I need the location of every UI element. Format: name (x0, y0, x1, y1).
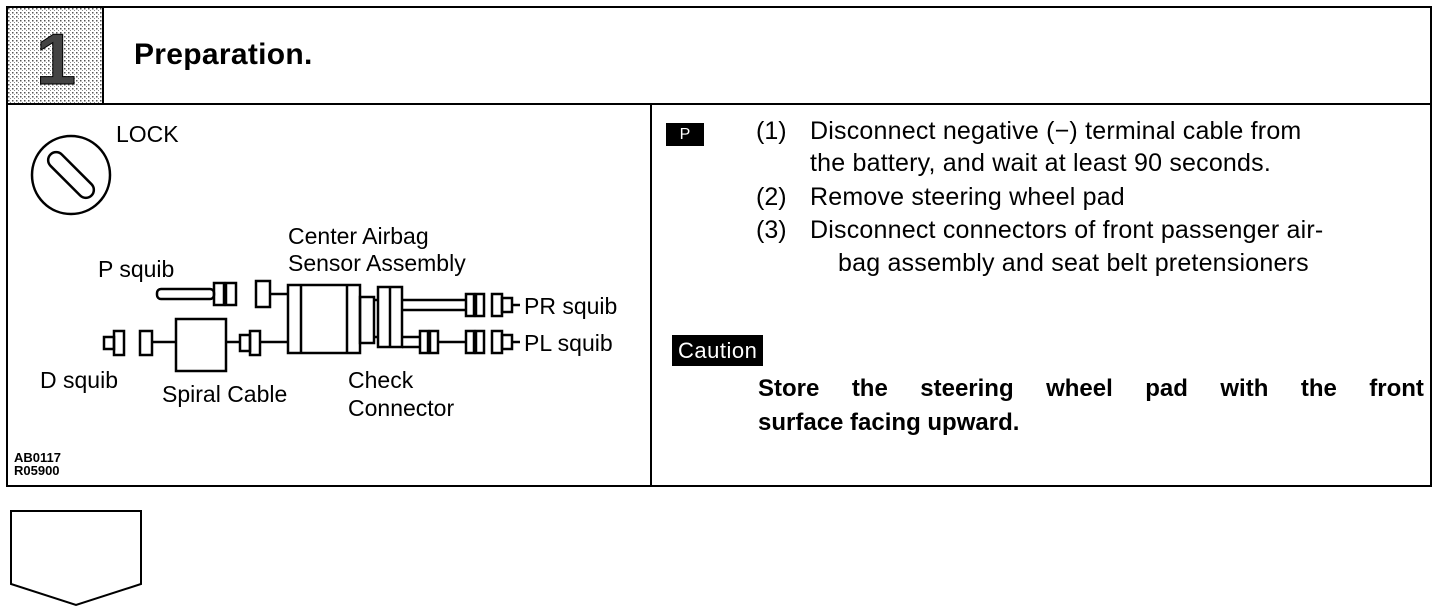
caution-line-2: surface facing upward. (758, 409, 1020, 436)
d-squib-label: D squib (40, 367, 118, 393)
center-airbag-label: Center Airbag (288, 223, 429, 249)
caution-word: pad (1145, 375, 1188, 402)
step-1-line-1: Disconnect negative (−) terminal cable f… (810, 117, 1302, 145)
caution-word: Store (758, 375, 820, 402)
instructions-pane: P (1) Disconnect negative (−) terminal c… (652, 105, 1430, 485)
pl-squib-connector (402, 329, 520, 355)
procedure-frame: 1 Preparation. (6, 6, 1432, 487)
ignition-lock-icon (30, 134, 112, 216)
figure-code-1: AB0117 (14, 450, 61, 465)
pr-squib-connector (402, 292, 520, 318)
pl-squib-label: PL squib (524, 330, 613, 356)
step-2-line-1: Remove steering wheel pad (810, 183, 1125, 211)
caution-line-1: Store the steering wheel pad with the fr… (758, 375, 1424, 403)
caution-word: the (1300, 375, 1337, 402)
d-squib-connector (102, 329, 176, 357)
check-label: Check (348, 367, 414, 393)
step-3-number: (3) (756, 216, 787, 244)
step-2-number: (2) (756, 183, 787, 211)
step-number-box: 1 (8, 8, 104, 103)
empty-step-tab (10, 510, 142, 607)
sensor-assembly-label: Sensor Assembly (288, 250, 466, 276)
lock-label: LOCK (116, 121, 179, 147)
step-number-badge: 1 (8, 8, 102, 103)
airbag-wiring-diagram (30, 134, 520, 373)
step-1-line-2: the battery, and wait at least 90 second… (810, 149, 1271, 177)
p-squib-label: P squib (98, 256, 175, 282)
caution-word: the (851, 375, 888, 402)
step-header: 1 Preparation. (8, 8, 1430, 105)
spiral-cable (174, 317, 288, 373)
connector-label: Connector (348, 395, 455, 421)
caution-word: with (1220, 375, 1269, 402)
spiral-cable-label: Spiral Cable (162, 381, 288, 407)
step-1-number: (1) (756, 117, 787, 145)
pr-squib-label: PR squib (524, 293, 618, 319)
diagram-pane: LOCK Center Airbag Sensor Assembly P squ… (8, 105, 652, 485)
page-title: Preparation. (134, 38, 313, 71)
step-3-line-1: Disconnect connectors of front passenger… (810, 216, 1324, 244)
procedure-tag: P (666, 123, 704, 146)
figure-code-2: R05900 (14, 463, 60, 478)
step-number: 1 (36, 20, 76, 100)
check-connector (374, 285, 404, 349)
caution-word: steering (920, 375, 1014, 402)
center-airbag-sensor-assembly (254, 279, 376, 355)
caution-word: front (1369, 375, 1424, 402)
step-3-line-2: bag assembly and seat belt pretensioners (838, 249, 1309, 277)
caution-word: wheel (1046, 375, 1113, 402)
p-squib-connector (155, 281, 238, 307)
caution-badge: Caution (672, 335, 764, 366)
